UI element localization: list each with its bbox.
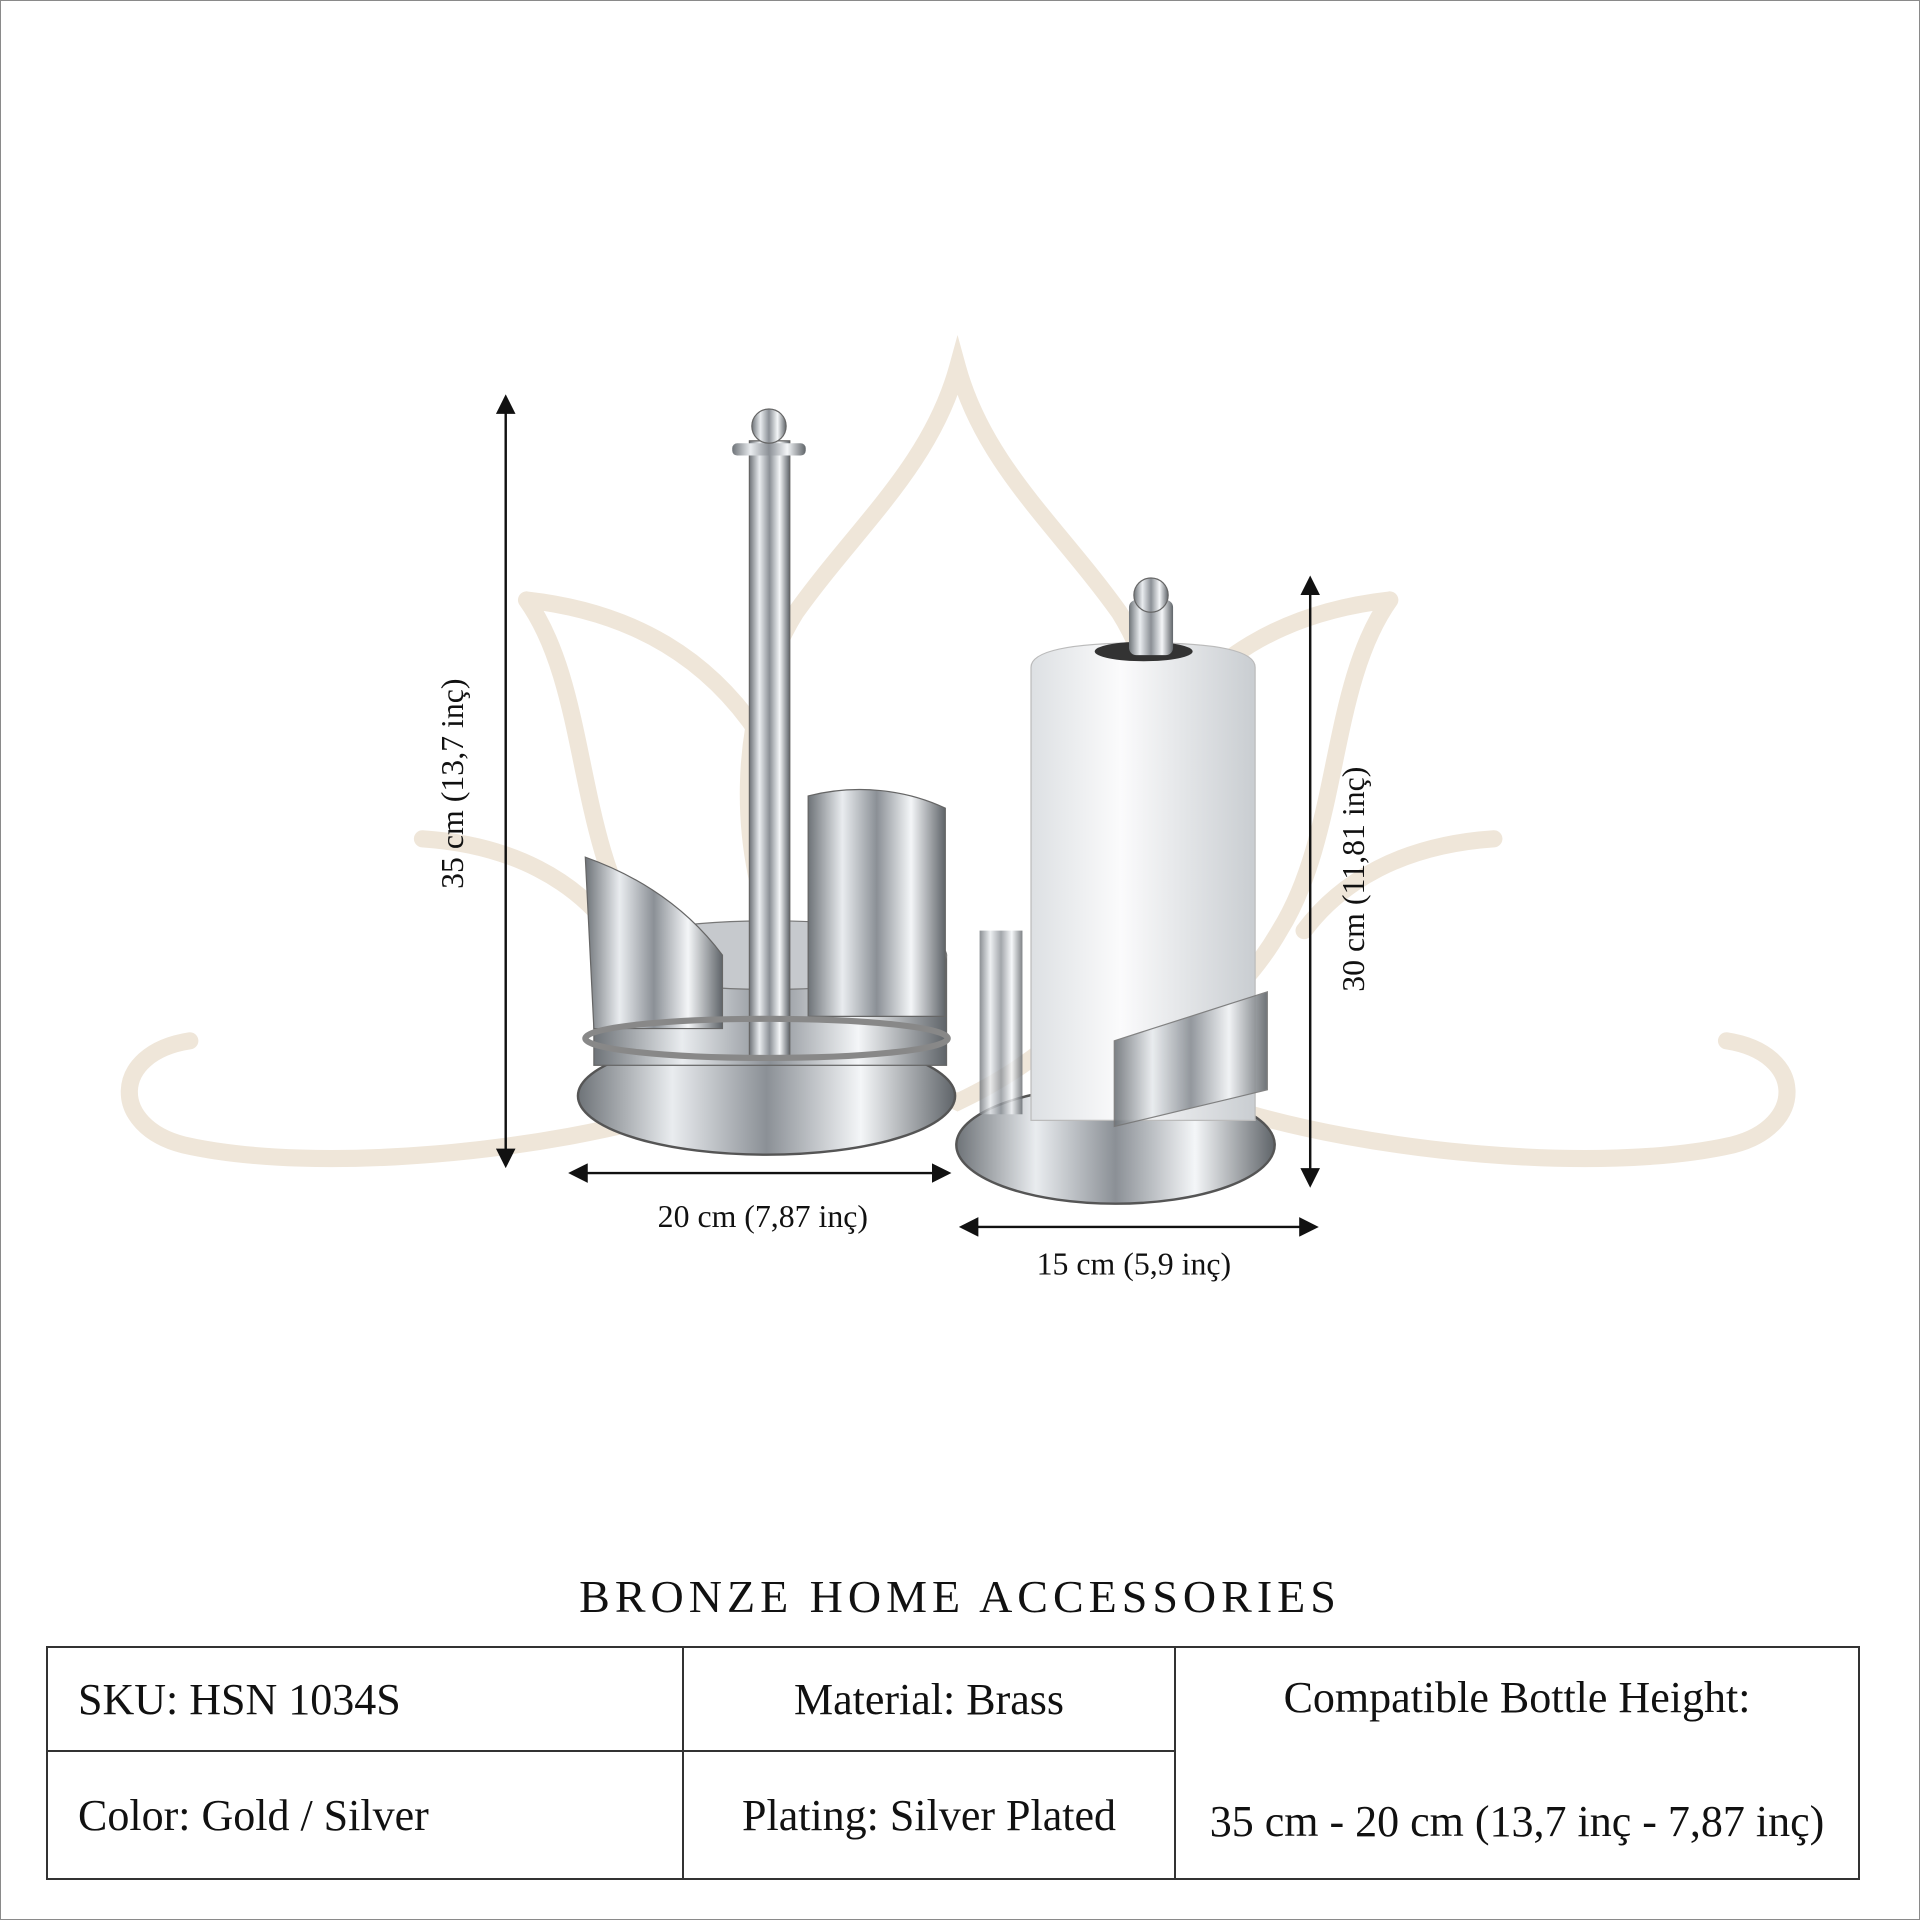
width-label-tall: 20 cm (7,87 inç) xyxy=(658,1199,868,1234)
tall-paper-towel-holder xyxy=(576,408,957,1156)
compat-cell: Compatible Bottle Height: 35 cm - 20 cm … xyxy=(1174,1646,1860,1880)
plating-cell: Plating: Silver Plated xyxy=(682,1750,1176,1880)
height-label-tall: 35 cm (13,7 inç) xyxy=(435,678,470,888)
width-label-short: 15 cm (5,9 inç) xyxy=(1037,1247,1231,1282)
spec-table: SKU: HSN 1034S Material: Brass Compatibl… xyxy=(46,1646,1860,1880)
color-cell: Color: Gold / Silver xyxy=(46,1750,684,1880)
brand-title: BRONZE HOME ACCESSORIES xyxy=(579,1571,1341,1622)
compat-value: 35 cm - 20 cm (13,7 inç - 7,87 inç) xyxy=(1209,1797,1825,1846)
sku-cell: SKU: HSN 1034S xyxy=(46,1646,684,1752)
compat-label: Compatible Bottle Height: xyxy=(1283,1673,1751,1722)
short-paper-towel-holder xyxy=(955,577,1276,1205)
material-cell: Material: Brass xyxy=(682,1646,1176,1752)
lotus-watermark xyxy=(120,335,1796,1168)
height-label-short: 30 cm (11,81 inç) xyxy=(1336,767,1371,992)
